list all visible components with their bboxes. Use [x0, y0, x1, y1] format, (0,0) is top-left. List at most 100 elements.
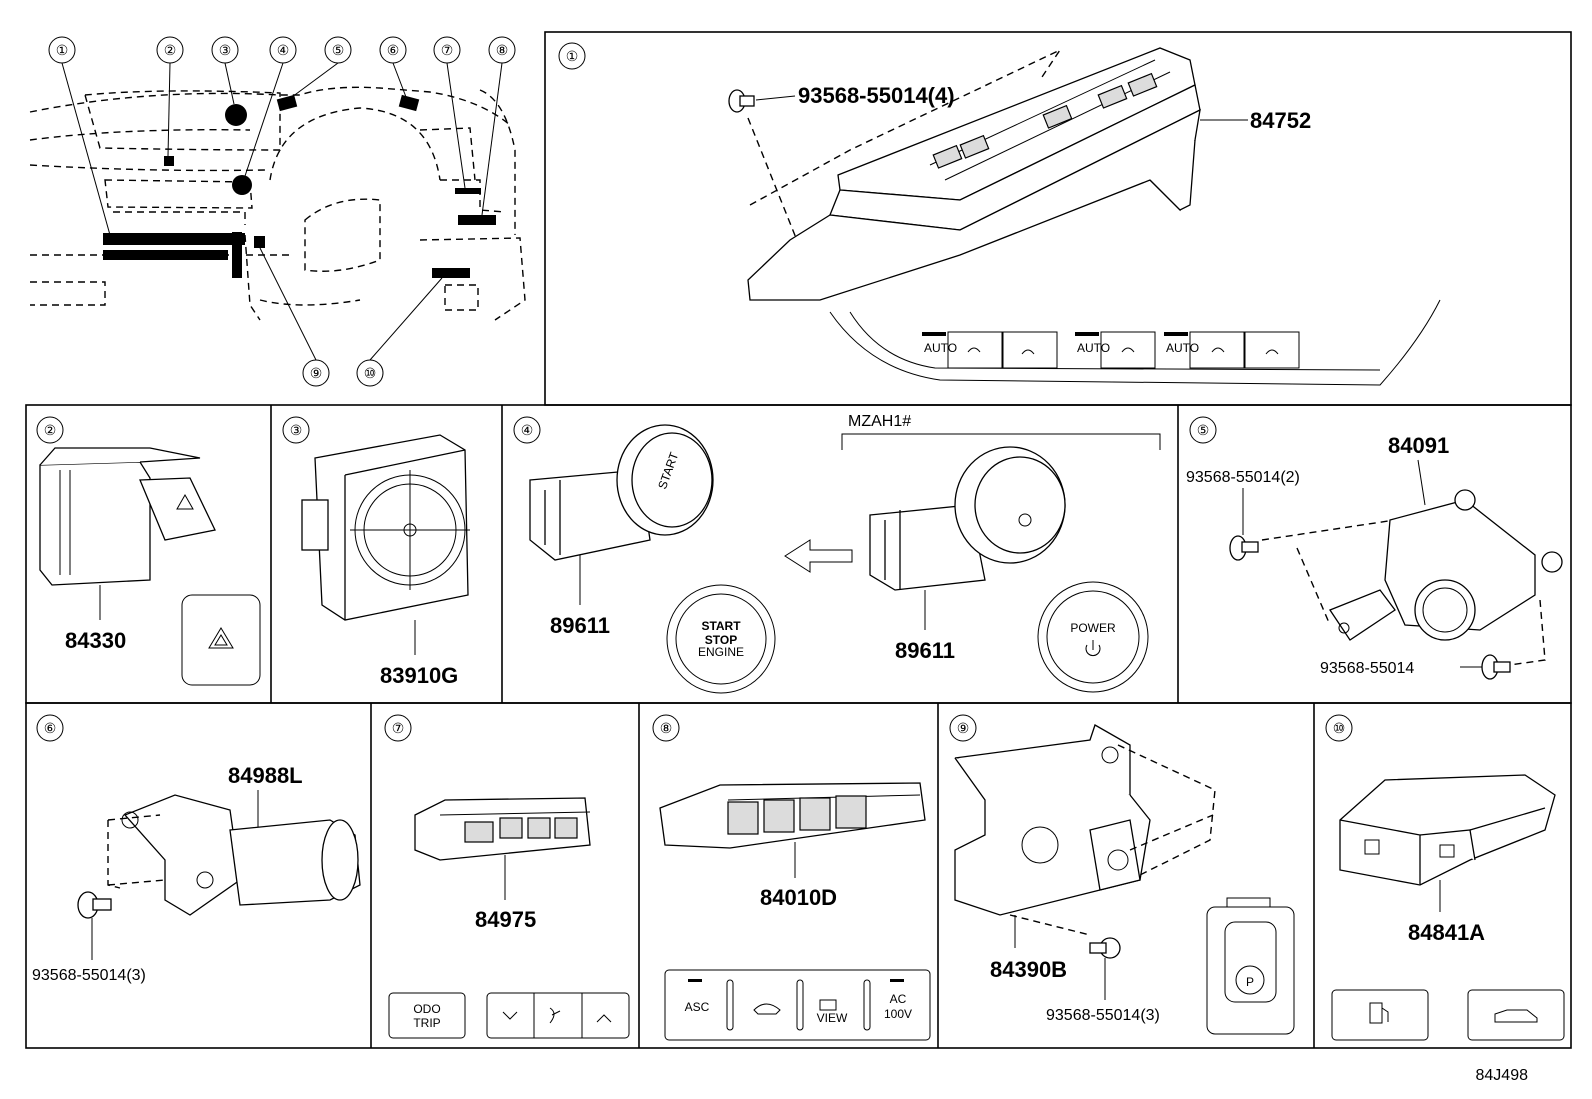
meter-control-buttons[interactable]	[486, 992, 630, 1039]
panel-2-part-number: 84330	[65, 628, 126, 653]
drive-mode-dial-assembly	[1329, 489, 1563, 641]
panel-8-id: ⑧	[660, 720, 673, 736]
camera-icon	[819, 999, 837, 1011]
asc-switch-assembly	[659, 782, 926, 849]
panel-4-part-number-1: 89611	[550, 613, 610, 638]
panel-5-part-number-2: 93568-55014(2)	[1186, 469, 1300, 486]
panel-3: ③ 83910G	[282, 416, 470, 688]
stop-label: STOP	[705, 633, 737, 647]
dashboard-overview: ① ② ③ ④ ⑤ ⑥ ⑦ ⑧ ⑨ ⑩	[29, 36, 526, 387]
location-markers	[103, 94, 496, 278]
overview-callout-4: ④	[277, 42, 290, 58]
panel-grid	[25, 31, 1572, 1049]
engine-label: ENGINE	[698, 645, 744, 659]
start-stop-switch-assembly: START	[529, 424, 714, 561]
panel-9: ⑨ 84390B 93568-55014(3) P	[949, 714, 1295, 1035]
panel-6-part-number-2: 93568-55014(3)	[32, 967, 146, 984]
odo-label: ODO	[413, 1002, 440, 1016]
screw-icon	[1089, 937, 1121, 959]
meter-switch-assembly	[414, 797, 591, 861]
power-button-face[interactable]: POWER	[1037, 581, 1149, 693]
panel-6-id: ⑥	[44, 720, 57, 736]
panel-5: ⑤ 84091 93568-55014(2) 93568-55014	[1186, 416, 1563, 680]
panel-10-id: ⑩	[1333, 720, 1346, 736]
panel-2-id: ②	[44, 422, 57, 438]
panel-1-auto-label-2: AUTO	[1077, 341, 1110, 355]
panel-5-part-number-3: 93568-55014	[1320, 660, 1414, 677]
park-label: P	[1246, 975, 1254, 989]
brightness-icon	[549, 1007, 561, 1024]
panel-7: ⑦ 84975 ODO TRIP	[384, 714, 630, 1039]
panel-4: ④ MZAH1# START 89611 START STOP ENGINE	[513, 413, 1161, 694]
panel-9-part-number-2: 93568-55014(3)	[1046, 1007, 1160, 1024]
seat-heater-switch-assembly	[747, 47, 1201, 301]
view-label: VIEW	[817, 1011, 848, 1025]
overview-callout-8: ⑧	[496, 42, 509, 58]
fuel-pump-icon	[1369, 1002, 1389, 1024]
screw-icon	[77, 891, 112, 919]
wiper-icon	[753, 1003, 781, 1015]
panel-1-auto-label-3: AUTO	[1166, 341, 1199, 355]
panel-5-id: ⑤	[1197, 422, 1210, 438]
chevron-up-icon	[596, 1014, 612, 1023]
overview-leader-lines	[61, 62, 503, 361]
overview-callout-3: ③	[219, 42, 232, 58]
overview-callout-5: ⑤	[332, 42, 345, 58]
back-door-button[interactable]	[1467, 989, 1565, 1041]
power-icon	[1085, 640, 1101, 657]
ac-label: AC	[890, 992, 907, 1006]
hazard-button-icon	[181, 594, 261, 686]
panel-4-model-note: MZAH1#	[848, 413, 911, 430]
power-switch-assembly	[869, 446, 1066, 591]
panel-1-id: ①	[566, 48, 579, 64]
panel-1: ① 93568-55014(4) 84752	[558, 42, 1441, 386]
panel-4-part-number-2: 89611	[895, 638, 955, 663]
overview-callout-9: ⑨	[310, 365, 323, 381]
screw-icon	[1229, 535, 1259, 561]
switch-face-detail: AUTO AUTO AUTO	[829, 299, 1441, 386]
fuel-door-switch-assembly	[1339, 774, 1556, 886]
overview-callout-7: ⑦	[441, 42, 454, 58]
start-stop-button-face[interactable]: START STOP ENGINE	[666, 584, 776, 694]
panel-10-part-number: 84841A	[1408, 920, 1485, 945]
asc-label: ASC	[685, 1000, 710, 1014]
fuel-door-button[interactable]	[1331, 989, 1429, 1041]
panel-10: ⑩ 84841A	[1325, 714, 1565, 1041]
park-button-face[interactable]: P	[1206, 897, 1295, 1035]
panel-7-id: ⑦	[392, 720, 405, 736]
mirror-switch-assembly	[301, 434, 470, 621]
panel-1-switch-part-number: 84752	[1250, 108, 1311, 133]
diagram-code: 84J498	[1476, 1067, 1529, 1084]
parking-brake-switch-assembly	[954, 724, 1151, 916]
panel-1-screw-part-number: 93568-55014(4)	[798, 83, 955, 108]
panel-3-id: ③	[290, 422, 303, 438]
overview-callout-10: ⑩	[364, 365, 377, 381]
dashboard-outline	[29, 86, 526, 321]
100v-label: 100V	[884, 1007, 912, 1021]
model-bracket	[841, 433, 1161, 450]
panel-9-part-number-1: 84390B	[990, 957, 1067, 982]
chevron-down-icon	[502, 1011, 518, 1020]
panel-6: ⑥ 84988L 93568-55014(3)	[32, 714, 361, 984]
power-label: POWER	[1070, 621, 1116, 635]
overview-callout-2: ②	[164, 42, 177, 58]
odo-trip-button[interactable]: ODO TRIP	[388, 992, 466, 1039]
overview-callout-1: ①	[56, 42, 69, 58]
asc-button-row[interactable]: ASC VIEW AC 100V	[664, 969, 931, 1041]
panel-6-part-number-1: 84988L	[228, 763, 303, 788]
screw-icon	[1481, 654, 1511, 680]
headlamp-leveling-switch-assembly	[121, 794, 361, 916]
panel-5-part-number-1: 84091	[1388, 433, 1449, 458]
hazard-switch-assembly	[39, 447, 216, 586]
panel-2: ② 84330	[36, 416, 261, 686]
panel-1-auto-label-1: AUTO	[924, 341, 957, 355]
panel-8-part-number: 84010D	[760, 885, 837, 910]
panel-9-id: ⑨	[957, 720, 970, 736]
panel-3-part-number: 83910G	[380, 663, 458, 688]
panel-4-id: ④	[521, 422, 534, 438]
trip-label: TRIP	[413, 1016, 440, 1030]
arrow-left-icon	[784, 539, 853, 573]
panel-8: ⑧ 84010D ASC VIEW AC 100V	[652, 714, 931, 1041]
screw-icon	[728, 89, 755, 113]
